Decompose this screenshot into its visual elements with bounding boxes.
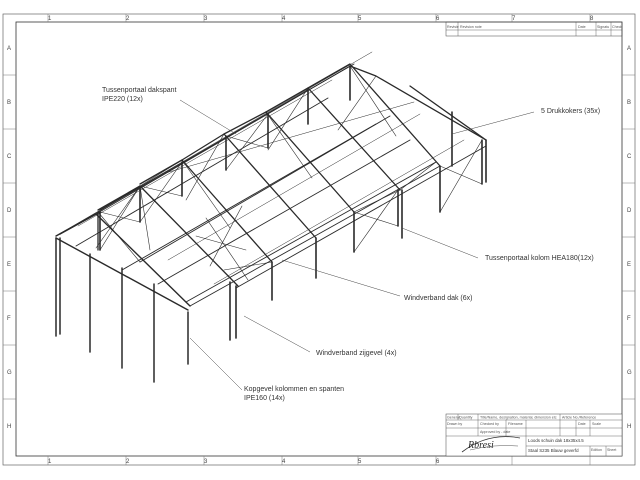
revision-block: Revisie Revision note Date Signatu Check (445, 21, 622, 37)
grid-col-6: 6 (436, 16, 440, 22)
label-kopgevel-profile: IPE160 (14x) (244, 395, 285, 402)
revision-check-label: Check (612, 25, 622, 29)
tb-material-value: Staal S235 Blauw geverfd (528, 448, 579, 453)
grid-col-2: 2 (126, 16, 130, 22)
grid-row-a: A (7, 46, 11, 52)
label-tussenportaal-kolom: Tussenportaal kolom HEA180(12x) (485, 255, 594, 262)
tb-article-header: Article No./Reference (562, 416, 596, 420)
grid-row-c-right: C (627, 154, 632, 160)
label-kopgevel: Kopgevel kolommen en spanten (244, 386, 344, 393)
tb-date: Date (578, 422, 586, 426)
grid-col-5-bottom: 5 (358, 459, 362, 465)
revision-note-label: Revision note (460, 25, 482, 29)
tb-checked-by: Checked by (480, 422, 499, 426)
grid-row-h-right: H (627, 424, 631, 430)
inner-frame (15, 21, 623, 457)
grid-col-3: 3 (204, 16, 208, 22)
tb-edition: Edition (591, 448, 602, 452)
grid-col-3-bottom: 3 (204, 459, 208, 465)
label-windverband-zijgevel: Windverband zijgevel (4x) (316, 350, 397, 357)
tb-title-value: Loods schuin dak 18x35x4.5 (528, 438, 584, 443)
grid-row-b: B (7, 100, 11, 106)
grid-row-g-right: G (627, 370, 632, 376)
grid-row-e-right: E (627, 262, 631, 268)
tb-general: General (447, 416, 460, 420)
steel-structure (55, 51, 487, 383)
grid-col-4: 4 (282, 16, 286, 22)
grid-row-d: D (7, 208, 12, 214)
grid-row-a-right: A (627, 46, 631, 52)
tb-sheet: Sheet (607, 448, 616, 452)
company-logo: Rbresi (461, 436, 521, 453)
kopgevel-rafters (55, 211, 191, 311)
grid-col-5: 5 (358, 16, 362, 22)
grid-ticks (3, 14, 635, 465)
label-windverband-dak: Windverband dak (6x) (404, 295, 472, 302)
tb-title-header: Title/Name, designation, material, dimen… (480, 416, 557, 420)
tb-drawn-by: Drawn by (447, 422, 462, 426)
roof-purlins (77, 51, 465, 285)
windverband-zijgevel (99, 113, 483, 253)
title-block: General Quantity Title/Name, designation… (445, 413, 623, 457)
outer-frame (2, 13, 636, 466)
label-tussenportaal-dakspant: Tussenportaal dakspant (102, 87, 177, 94)
grid-row-f: F (7, 316, 11, 322)
grid-row-e: E (7, 262, 11, 268)
grid-row-c: C (7, 154, 12, 160)
grid-row-h: H (7, 424, 11, 430)
grid-row-g: G (7, 370, 12, 376)
grid-row-f-right: F (627, 316, 631, 322)
grid-row-d-right: D (627, 208, 632, 214)
grid-row-labels: A B C D E F G H A B C D E F G H (7, 46, 632, 430)
label-dakspant-profile: IPE220 (12x) (102, 96, 143, 103)
kopgevel-columns (55, 237, 189, 383)
tb-quantity: Quantity (459, 416, 473, 420)
tb-scale: Scale (592, 422, 601, 426)
revision-col-label: Revisie (447, 25, 459, 29)
tb-approved-by: Approved by - date (480, 430, 510, 434)
revision-date-label: Date (578, 25, 586, 29)
label-drukkokers: 5 Drukkokers (35x) (541, 108, 600, 115)
grid-col-6-bottom: 6 (436, 459, 440, 465)
leader-lines (179, 99, 535, 391)
grid-col-4-bottom: 4 (282, 459, 286, 465)
grid-col-8: 8 (590, 16, 594, 22)
portal-columns (99, 65, 487, 341)
grid-column-labels: 1 2 3 4 5 6 7 8 1 2 3 4 5 6 (48, 16, 594, 465)
grid-col-7: 7 (512, 16, 516, 22)
logo-text: Rbresi (467, 440, 494, 451)
grid-row-b-right: B (627, 100, 631, 106)
grid-col-2-bottom: 2 (126, 459, 130, 465)
grid-col-1-bottom: 1 (48, 459, 52, 465)
tb-filename: Filename (508, 422, 523, 426)
revision-signature-label: Signatu (597, 25, 609, 29)
grid-col-1: 1 (48, 16, 52, 22)
